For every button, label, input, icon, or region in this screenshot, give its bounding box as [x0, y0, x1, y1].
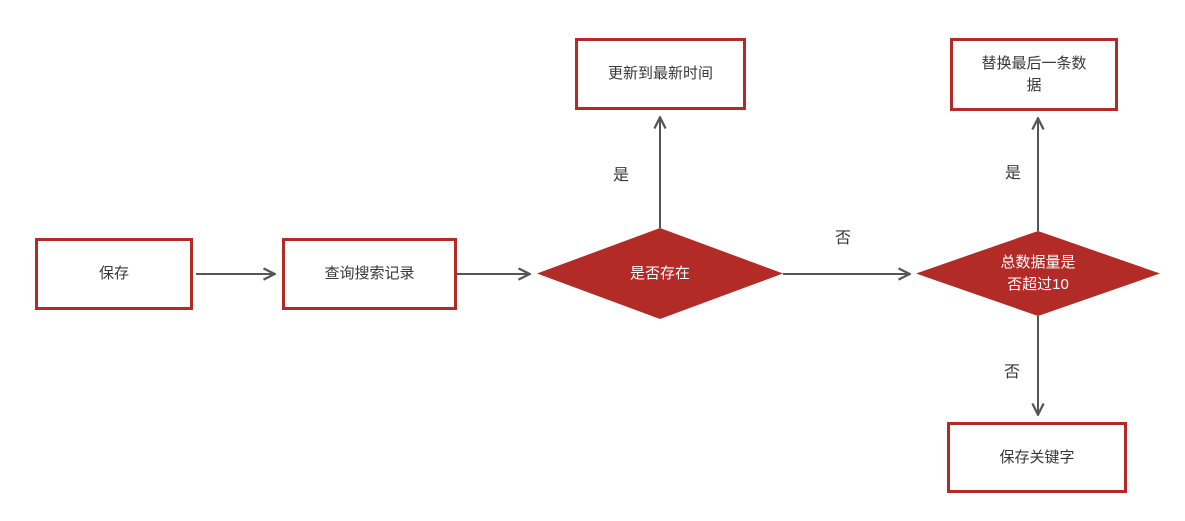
node-save-keyword: 保存关键字	[947, 422, 1127, 493]
node-replace-last-data: 替换最后一条数据	[950, 38, 1118, 111]
edge-label-yes-exists-to-update: 是	[613, 167, 630, 184]
edge-label-yes-over10-to-replace: 是	[1005, 165, 1022, 182]
node-update-time-label: 更新到最新时间	[607, 65, 713, 83]
node-replace-last-label: 替换最后一条数据	[981, 54, 1087, 94]
edge-label-no-over10-to-save-keyword: 否	[1004, 364, 1021, 381]
node-query-search-records: 查询搜索记录	[282, 238, 457, 310]
node-save-keyword-label: 保存关键字	[999, 448, 1075, 466]
decision-over10-label: 总数据量是否超过10	[1000, 253, 1076, 293]
edge-label-no-exists-to-over10: 否	[835, 230, 852, 247]
node-save-label: 保存	[98, 265, 129, 283]
node-query-label: 查询搜索记录	[324, 265, 415, 283]
node-save: 保存	[35, 238, 193, 310]
decision-exists-label: 是否存在	[629, 264, 690, 282]
node-update-latest-time: 更新到最新时间	[575, 38, 746, 110]
